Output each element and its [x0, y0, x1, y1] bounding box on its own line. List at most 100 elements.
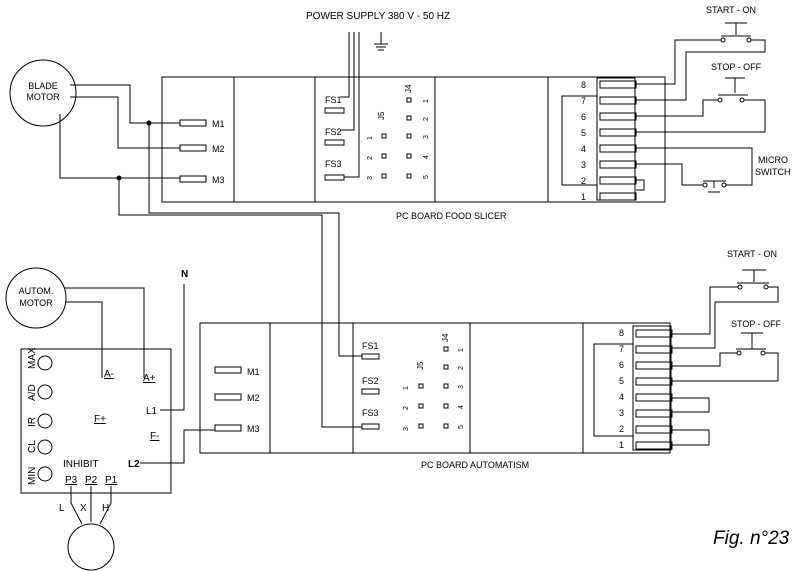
- bottom-j4-pin-3: 3: [458, 385, 465, 389]
- f-plus-label: F+: [94, 414, 106, 425]
- top-m2-label: M2: [212, 144, 225, 154]
- power-supply-wires: [340, 32, 360, 178]
- ground-icon: [374, 32, 388, 51]
- bottom-j5-pin-1: 1: [403, 386, 410, 390]
- controller-box: [20, 348, 172, 494]
- bottom-pin-7: 7: [619, 344, 624, 354]
- bottom-start-switch: [672, 269, 779, 349]
- top-pin-3: 3: [581, 160, 586, 170]
- blade-motor-label-1: BLADE: [28, 81, 58, 91]
- bottom-j5-pads: [418, 383, 424, 429]
- bottom-start-label: START - ON: [727, 249, 777, 259]
- top-j4-pin-5: 5: [423, 175, 430, 179]
- blade-motor: [9, 59, 77, 127]
- top-stop-label: STOP - OFF: [711, 62, 762, 72]
- top-j4-label: J4: [404, 84, 413, 93]
- board-automatism: [199, 322, 671, 454]
- top-pin-4: 4: [581, 144, 586, 154]
- bottom-j4-pin-2: 2: [458, 366, 465, 370]
- bottom-m3-label: M3: [247, 424, 260, 434]
- a-minus-label: A-: [104, 369, 114, 380]
- pot-ad-label: A/D: [27, 384, 38, 401]
- bottom-pin-4: 4: [619, 392, 624, 402]
- top-pin-2: 2: [581, 176, 586, 186]
- potentiometer: [67, 486, 115, 571]
- bottom-m3-terminal: [214, 424, 242, 432]
- controller-pots: [37, 355, 53, 482]
- bottom-stop-switch: [672, 332, 779, 382]
- bottom-jumpers: [672, 397, 710, 446]
- wire-x-label: X: [80, 503, 87, 514]
- top-j4-pin-4: 4: [423, 155, 430, 159]
- f-minus-label: F-: [150, 431, 159, 442]
- top-pin-5: 5: [581, 128, 586, 138]
- board-food-slicer-title: PC BOARD FOOD SLICER: [396, 211, 507, 221]
- bottom-pin-8: 8: [619, 328, 624, 338]
- bottom-pin-2: 2: [619, 424, 624, 434]
- bottom-j4-pin-4: 4: [458, 405, 465, 409]
- top-m1-terminal: [179, 119, 207, 127]
- bottom-m1-label: M1: [247, 367, 260, 377]
- top-motor-wires: [59, 84, 362, 428]
- top-start-label: START - ON: [706, 5, 756, 15]
- top-m3-label: M3: [212, 175, 225, 185]
- top-j5-pin-1: 1: [367, 136, 374, 140]
- blade-motor-label-2: MOTOR: [26, 92, 60, 102]
- bottom-fs2-terminal: [361, 388, 380, 395]
- neutral-wire: [160, 284, 185, 411]
- top-m2-terminal: [179, 144, 207, 152]
- bottom-fs2-label: FS2: [362, 376, 379, 386]
- top-fs3-label: FS3: [325, 159, 342, 169]
- pot-max-label: MAX: [27, 347, 38, 369]
- autom-motor-label-2: MOTOR: [19, 298, 53, 308]
- bottom-pin-1: 1: [619, 440, 624, 450]
- top-pin-6: 6: [581, 112, 586, 122]
- bottom-j4-pin-1: 1: [458, 348, 465, 352]
- top-fs1-terminal: [324, 107, 345, 114]
- top-connector: [561, 77, 637, 201]
- autom-motor: [5, 267, 67, 329]
- bottom-fs3-terminal: [361, 423, 380, 430]
- bottom-j4-pads: [443, 346, 449, 429]
- a-plus-label: A+: [143, 373, 156, 384]
- bottom-j4-label: J4: [441, 333, 450, 342]
- figure-label: Fig. n°23: [713, 528, 790, 549]
- top-j4-pads: [406, 97, 412, 179]
- top-j4-pin-3: 3: [423, 135, 430, 139]
- pot-min-label: MIN: [27, 467, 38, 485]
- top-j5-pads: [381, 133, 387, 179]
- top-j4-pin-1: 1: [423, 99, 430, 103]
- top-m1-label: M1: [212, 119, 225, 129]
- top-j4-pin-2: 2: [423, 117, 430, 121]
- bottom-j5-pin-2: 2: [403, 406, 410, 410]
- micro-switch: [636, 147, 753, 193]
- pot-ir-label: IR: [27, 417, 38, 427]
- bottom-j5-pin-3: 3: [403, 427, 410, 431]
- pot-cl-label: CL: [27, 440, 38, 453]
- bottom-pin-6: 6: [619, 360, 624, 370]
- top-pin-7: 7: [581, 96, 586, 106]
- top-start-switch: [636, 22, 766, 101]
- bottom-fs1-label: FS1: [362, 341, 379, 351]
- bottom-fs3-label: FS3: [362, 408, 379, 418]
- top-fs2-terminal: [324, 139, 345, 146]
- bottom-m2-terminal: [214, 393, 242, 401]
- l1-label: L1: [146, 406, 158, 417]
- bottom-j4-pin-5: 5: [458, 425, 465, 429]
- power-supply-label: POWER SUPPLY 380 V - 50 HZ: [306, 11, 450, 22]
- board-automatism-title: PC BOARD AUTOMATISM: [421, 460, 529, 470]
- bottom-pin-5: 5: [619, 376, 624, 386]
- autom-motor-label-1: AUTOM.: [19, 286, 54, 296]
- p2-label: P2: [85, 475, 98, 486]
- p3-label: P3: [65, 475, 78, 486]
- bottom-m2-label: M2: [247, 393, 260, 403]
- micro-switch-label-2: SWITCH: [755, 167, 791, 177]
- top-fs3-terminal: [324, 174, 345, 181]
- top-j5-pin-3: 3: [367, 176, 374, 180]
- top-pin-8: 8: [581, 80, 586, 90]
- inhibit-label: INHIBIT: [63, 459, 99, 470]
- micro-switch-label-1: MICRO: [758, 155, 788, 165]
- board-food-slicer: [161, 76, 666, 203]
- top-fs2-label: FS2: [325, 127, 342, 137]
